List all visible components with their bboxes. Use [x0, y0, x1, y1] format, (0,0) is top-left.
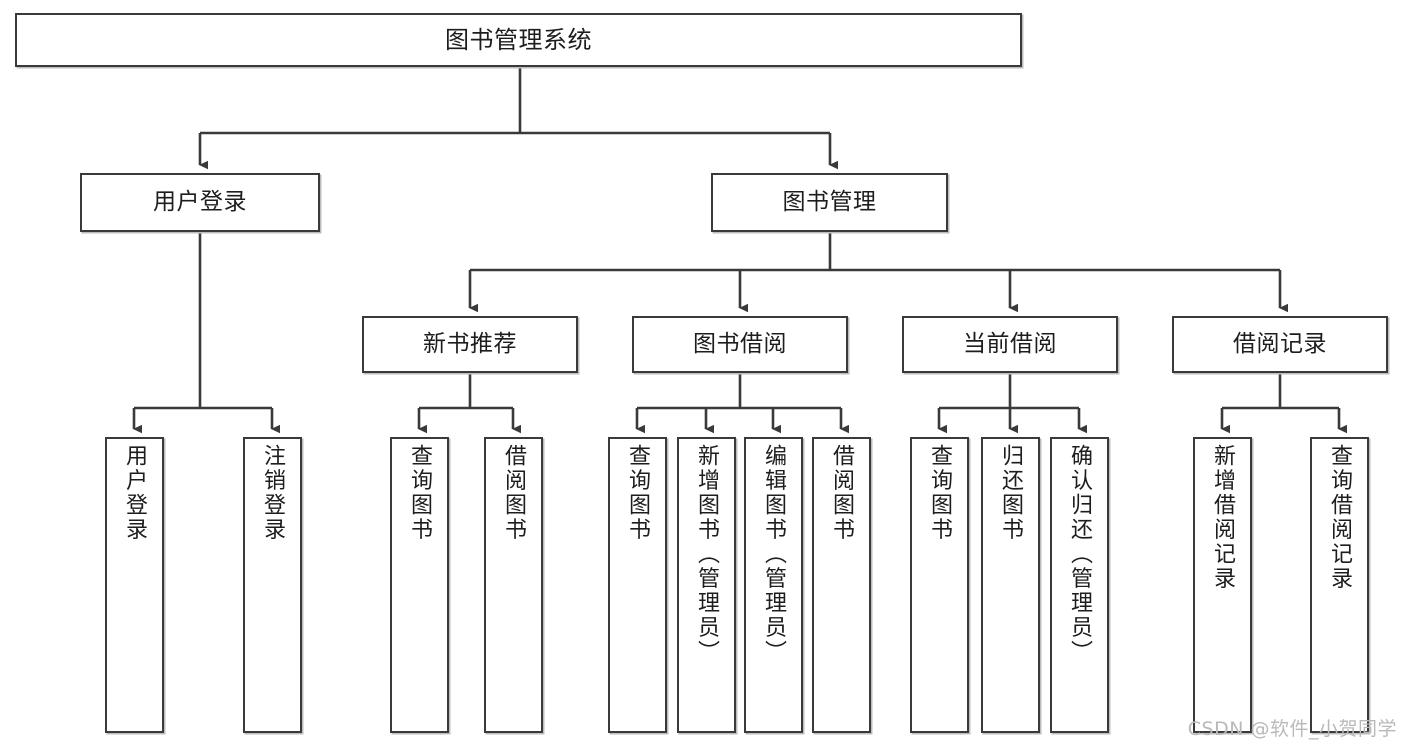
node-leaf-borrow-book-rec[interactable]: 借阅图书 — [484, 437, 543, 733]
node-leaf-query-record-label: 查询借阅记录 — [1327, 444, 1353, 591]
node-leaf-add-record-label: 新增借阅记录 — [1210, 444, 1236, 591]
node-leaf-query-book-cb-label: 查询图书 — [927, 444, 953, 542]
node-root[interactable]: 图书管理系统 — [15, 13, 1022, 67]
node-borrow-record-label: 借阅记录 — [1233, 330, 1327, 357]
node-leaf-user-logout-label: 注销登录 — [260, 444, 286, 542]
node-book-borrow-label: 图书借阅 — [693, 330, 787, 357]
node-leaf-user-login-label: 用户登录 — [122, 444, 148, 542]
node-leaf-query-book-cb[interactable]: 查询图书 — [910, 437, 969, 733]
node-book-borrow[interactable]: 图书借阅 — [632, 316, 848, 373]
node-leaf-borrow-book-bb-label: 借阅图书 — [829, 444, 855, 542]
node-leaf-query-book-rec[interactable]: 查询图书 — [390, 437, 449, 733]
node-leaf-add-book-label: 新增图书（管理员） — [694, 444, 720, 665]
node-leaf-user-login[interactable]: 用户登录 — [105, 437, 164, 733]
node-current-borrow[interactable]: 当前借阅 — [902, 316, 1118, 373]
node-leaf-return-book[interactable]: 归还图书 — [981, 437, 1040, 733]
node-leaf-borrow-book-rec-label: 借阅图书 — [501, 444, 527, 542]
node-new-book-recommend[interactable]: 新书推荐 — [362, 316, 578, 373]
node-borrow-record[interactable]: 借阅记录 — [1172, 316, 1388, 373]
node-book-manage[interactable]: 图书管理 — [711, 173, 948, 232]
node-root-label: 图书管理系统 — [445, 25, 592, 54]
node-leaf-query-book-bb-label: 查询图书 — [625, 444, 651, 542]
node-leaf-edit-book[interactable]: 编辑图书（管理员） — [744, 437, 803, 733]
node-leaf-query-book-bb[interactable]: 查询图书 — [608, 437, 667, 733]
node-leaf-confirm-return-label: 确认归还（管理员） — [1067, 444, 1093, 665]
node-leaf-add-record[interactable]: 新增借阅记录 — [1193, 437, 1252, 733]
node-leaf-user-logout[interactable]: 注销登录 — [243, 437, 302, 733]
node-user-login[interactable]: 用户登录 — [80, 173, 320, 232]
node-new-book-recommend-label: 新书推荐 — [423, 330, 517, 357]
node-user-login-label: 用户登录 — [153, 188, 247, 215]
node-leaf-query-book-rec-label: 查询图书 — [407, 444, 433, 542]
node-leaf-add-book[interactable]: 新增图书（管理员） — [677, 437, 736, 733]
node-leaf-query-record[interactable]: 查询借阅记录 — [1310, 437, 1369, 733]
node-leaf-borrow-book-bb[interactable]: 借阅图书 — [812, 437, 871, 733]
node-current-borrow-label: 当前借阅 — [963, 330, 1057, 357]
node-book-manage-label: 图书管理 — [782, 188, 877, 215]
node-leaf-confirm-return[interactable]: 确认归还（管理员） — [1050, 437, 1109, 733]
node-leaf-return-book-label: 归还图书 — [998, 444, 1024, 542]
node-leaf-edit-book-label: 编辑图书（管理员） — [761, 444, 787, 665]
